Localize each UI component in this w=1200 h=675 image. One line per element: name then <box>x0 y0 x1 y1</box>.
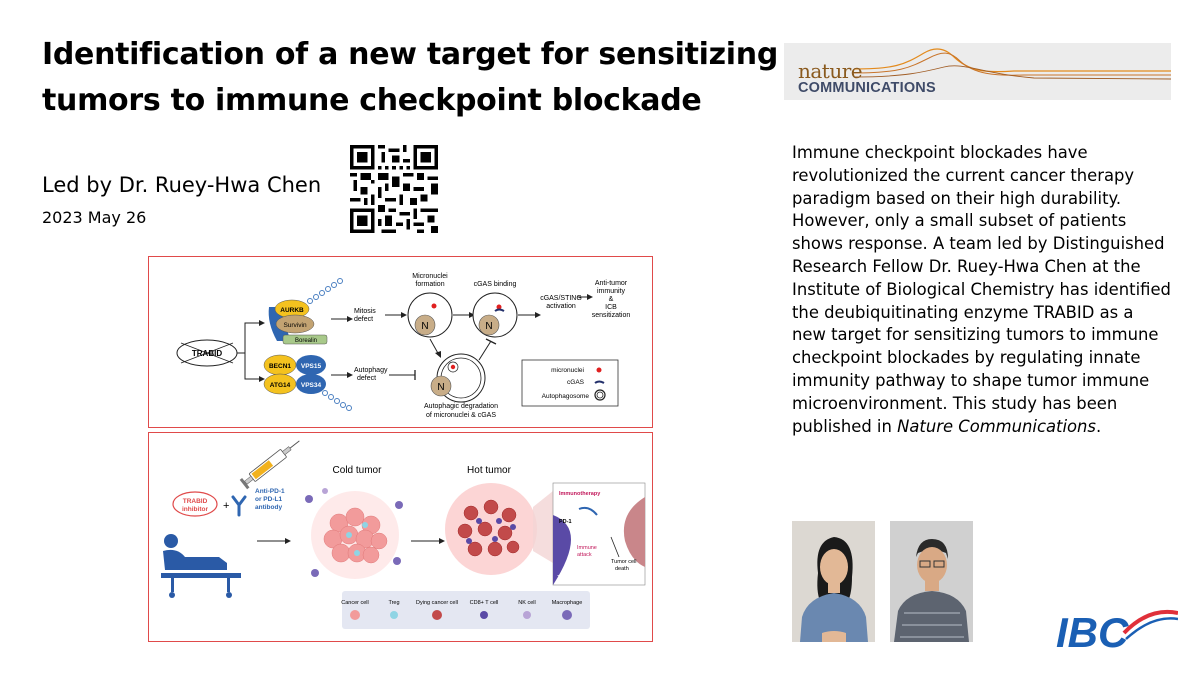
legend-dying-cell: Dying cancer cell <box>416 600 458 606</box>
activation-label: activation <box>546 303 576 310</box>
ampersand-label: & <box>609 296 614 303</box>
mechanism-legend: micronuclei cGAS Autophagosome <box>521 359 619 407</box>
researcher-photo-1 <box>792 521 875 642</box>
therapy-diagram: TRABID inhibitor + Anti-PD-1 or PD-L1 an… <box>161 440 646 629</box>
inset-tumor-cell: Tumor cell <box>611 559 636 565</box>
journal-wave-decoration <box>853 48 1171 80</box>
nucleus-label-2: N <box>485 321 492 332</box>
ibc-logo-text: IBC <box>1056 609 1129 656</box>
legend-cgas: cGAS <box>567 379 585 386</box>
abstract-body: Immune checkpoint blockades have revolut… <box>792 143 1171 436</box>
therapy-figure-panel: TRABID inhibitor + Anti-PD-1 or PD-L1 an… <box>148 432 653 642</box>
inset-t-cell: T cell <box>557 575 570 581</box>
journal-logo-word1: nature <box>798 59 863 83</box>
inset-pd1: PD-1 <box>559 519 572 525</box>
cgas-sting-label: cGAS/STING <box>540 295 582 302</box>
legend-micronuclei: micronuclei <box>551 367 584 374</box>
inset-attack: attack <box>577 552 592 558</box>
cpc-complex: AURKB Survivin Borealin <box>268 278 343 345</box>
pi3k-complex: BECN1 VPS15 ATG14 VPS34 <box>263 354 352 411</box>
icb-label: ICB <box>605 304 617 311</box>
abstract-end: . <box>1095 416 1102 436</box>
mitosis-label: Mitosis <box>354 308 376 315</box>
hot-tumor-cells <box>457 499 520 557</box>
antibody-icon <box>231 495 247 517</box>
journal-logo-word2: COMMUNICATIONS <box>798 80 936 96</box>
anti-tumor-label: Anti-tumor <box>595 280 628 287</box>
inset-immunotherapy: Immunotherapy <box>559 491 601 497</box>
publication-date: 2023 May 26 <box>42 208 147 227</box>
cgas-binding-label: cGAS binding <box>474 281 517 288</box>
researcher-photo-2 <box>890 521 973 642</box>
inhibitor-label-2: inhibitor <box>182 506 208 513</box>
degradation-label: Autophagic degradation <box>424 403 498 410</box>
nature-communications-logo[interactable]: nature COMMUNICATIONS <box>784 43 1171 100</box>
legend-cd8: CD8+ T cell <box>470 600 499 606</box>
abstract-text: Immune checkpoint blockades have revolut… <box>792 142 1172 438</box>
autophagy-defect-label: defect <box>357 375 376 382</box>
hot-tumor-label: Hot tumor <box>467 465 512 476</box>
legend-autophagosome: Autophagosome <box>542 393 590 400</box>
antibody-label-3: antibody <box>255 504 282 511</box>
inset-death: death <box>615 566 629 572</box>
antibody-label-2: or PD-L1 <box>255 496 282 503</box>
nucleus-label-3: N <box>437 382 444 393</box>
journal-name: Nature Communications <box>897 416 1096 436</box>
inset-immune: Immune <box>577 545 597 551</box>
leader-name: Led by Dr. Ruey-Hwa Chen <box>42 173 322 197</box>
immune-attack-inset: Immunotherapy PD-1 Immune attack T cell … <box>533 482 646 586</box>
vps15-label: VPS15 <box>301 363 322 370</box>
inhibitor-label: TRABID <box>183 498 208 505</box>
ibc-logo[interactable]: IBC <box>1054 603 1178 658</box>
becn1-label: BECN1 <box>269 363 291 370</box>
borealin-label: Borealin <box>295 338 317 344</box>
qr-code-icon[interactable] <box>350 145 438 233</box>
legend-cancer-cell: Cancer cell <box>341 600 369 606</box>
aurkb-label: AURKB <box>280 307 304 314</box>
antibody-label: Anti-PD-1 <box>255 488 285 495</box>
mechanism-figure-panel: TRABID AURKB Survivin Borealin BECN1 VPS… <box>148 256 653 428</box>
degradation-label-2: of micronuclei & cGAS <box>426 412 496 419</box>
atg14-label: ATG14 <box>270 382 291 389</box>
trabid-label: TRABID <box>192 349 222 358</box>
mitosis-defect-label: defect <box>354 316 373 323</box>
legend-nk: NK cell <box>518 600 535 606</box>
mechanism-diagram: TRABID AURKB Survivin Borealin BECN1 VPS… <box>176 273 631 419</box>
vps34-label: VPS34 <box>301 382 322 389</box>
legend-treg: Treg <box>388 600 399 606</box>
nucleus-label: N <box>421 321 428 332</box>
plus-sign: + <box>223 500 229 512</box>
micronuclei-label: Micronuclei <box>412 273 448 280</box>
page-title: Identification of a new target for sensi… <box>42 37 779 118</box>
legend-macrophage: Macrophage <box>552 600 583 606</box>
trabid-node: TRABID <box>176 339 238 367</box>
sensitization-label: sensitization <box>592 312 631 319</box>
syringe-icon <box>239 440 300 490</box>
cell-legend: Cancer cell Treg Dying cancer cell CD8+ … <box>341 591 590 629</box>
formation-label: formation <box>415 281 444 288</box>
patient-bed-icon <box>161 534 241 598</box>
cold-tumor-label: Cold tumor <box>333 465 383 476</box>
survivin-label: Survivin <box>283 322 307 329</box>
autophagy-label: Autophagy <box>354 367 388 374</box>
immunity-label: immunity <box>597 288 626 295</box>
